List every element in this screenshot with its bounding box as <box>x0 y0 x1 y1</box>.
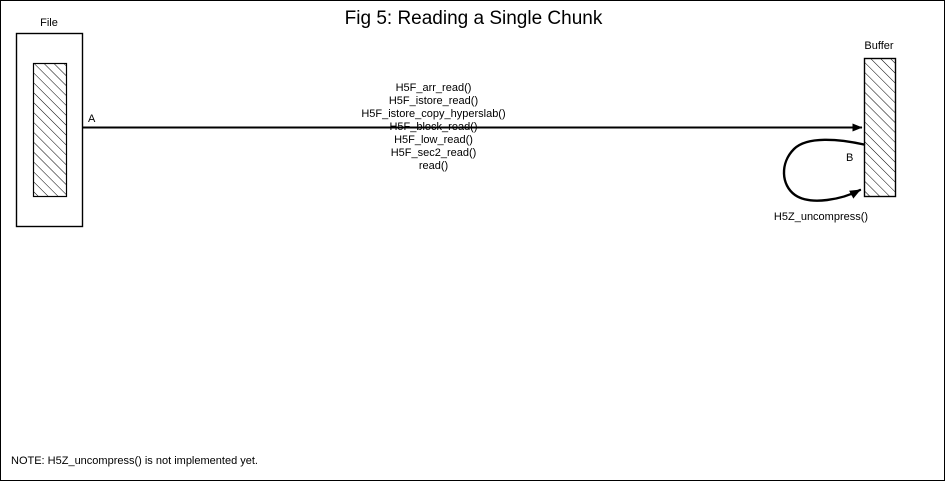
uncompress-edge-label: H5Z_uncompress() <box>773 211 869 223</box>
edge-marker-b: B <box>846 152 854 164</box>
page-title: Fig 5: Reading a Single Chunk <box>344 8 603 29</box>
call-stack-item: H5F_block_read() <box>389 121 478 133</box>
buffer-box-hatched <box>863 57 897 198</box>
call-stack-list: H5F_arr_read() H5F_istore_read() H5F_ist… <box>281 82 586 173</box>
buffer-node-label: Buffer <box>864 40 894 52</box>
call-stack-item: read() <box>418 160 449 172</box>
uncompress-loop-arrow-b <box>782 138 866 202</box>
call-stack-item: H5F_low_read() <box>394 134 473 146</box>
footer-note: NOTE: H5Z_uncompress() is not implemente… <box>11 455 258 467</box>
call-stack-item: H5F_istore_copy_hyperslab() <box>361 108 506 120</box>
call-stack-item: H5F_sec2_read() <box>390 147 477 159</box>
file-chunk-hatched <box>32 62 68 198</box>
call-stack-item: H5F_arr_read() <box>395 82 472 94</box>
call-stack-item: H5F_istore_read() <box>388 95 479 107</box>
file-node-label: File <box>40 17 58 29</box>
edge-marker-a: A <box>88 113 96 125</box>
